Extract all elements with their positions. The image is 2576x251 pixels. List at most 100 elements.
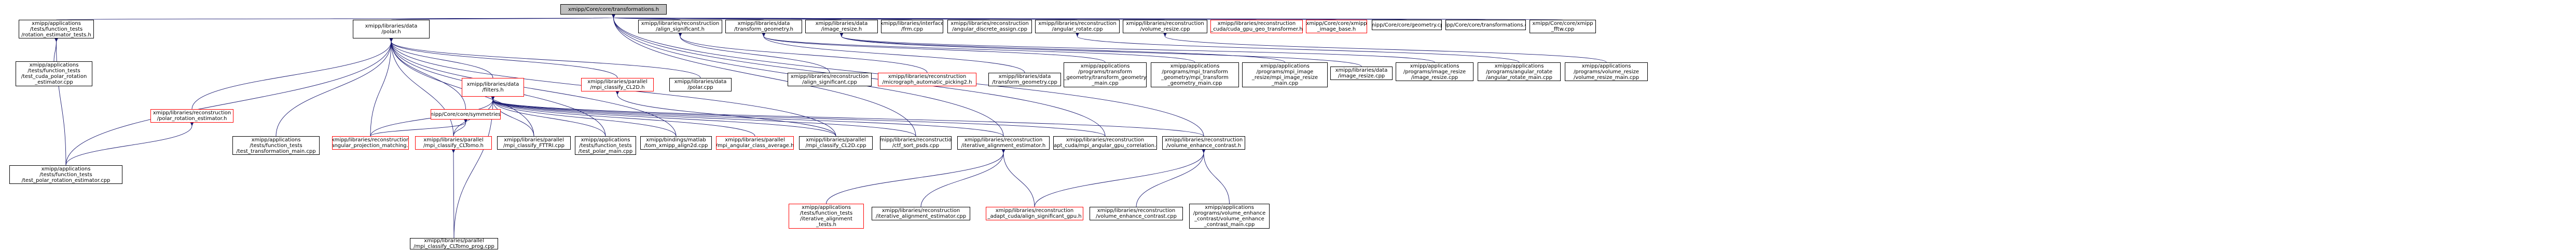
- file-node-label-line: xmipp/applications: [32, 20, 81, 27]
- file-node-label-line: xmipp/applications: [1170, 63, 1220, 69]
- file-node[interactable]: xmipp/libraries/data/transform_geometry.…: [725, 20, 802, 33]
- file-node[interactable]: xmipp/libraries/reconstruction/volume_en…: [1090, 207, 1183, 220]
- file-node-label-line: _resize/mpi_image_resize: [1251, 75, 1318, 81]
- file-node[interactable]: xmipp/applications/programs/transform_ge…: [1064, 62, 1147, 87]
- file-node-label-line: xmipp/libraries/parallel: [587, 79, 648, 85]
- file-node[interactable]: xmipp/applications/tests/function_tests/…: [789, 204, 864, 229]
- file-node[interactable]: xmipp/libraries/parallel/mpi_classify_CL…: [799, 136, 873, 150]
- file-node-label-line: /iterative_alignment: [800, 216, 852, 222]
- file-node[interactable]: xmipp/libraries/reconstruction_adapt_cud…: [986, 207, 1083, 220]
- file-node[interactable]: xmipp/Core/core/geometry.cpp: [1372, 20, 1442, 30]
- file-node-label-line: _contrast/volume_enhance: [1194, 216, 1264, 222]
- file-node-label-line: xmipp/libraries/reconstruction: [1066, 137, 1145, 143]
- file-node[interactable]: xmipp/applications/programs/volume_enhan…: [1189, 204, 1270, 229]
- file-node[interactable]: xmipp/libraries/parallel/mpi_classify_FT…: [497, 136, 571, 150]
- file-node-label-line: /volume_enhance_contrast.h: [1166, 143, 1242, 149]
- file-node[interactable]: xmipp/applications/tests/function_tests/…: [19, 20, 94, 38]
- file-node[interactable]: xmipp/libraries/parallel/mpi_classify_CL…: [581, 78, 654, 91]
- root-file-node[interactable]: xmipp/Core/core/transformations.h: [560, 4, 667, 15]
- file-node[interactable]: xmipp/Core/core/xmipp_image_base.h: [1306, 20, 1367, 33]
- file-node[interactable]: xmipp/applications/tests/function_tests/…: [232, 136, 320, 155]
- file-node[interactable]: xmipp/libraries/reconstruction/ctf_sort_…: [880, 136, 952, 150]
- file-node[interactable]: xmipp/libraries/reconstruction/volume_en…: [1162, 136, 1245, 150]
- edge-n47-to-n43: [1136, 149, 1206, 207]
- file-node[interactable]: xmipp/libraries/reconstruction/align_sig…: [788, 73, 872, 86]
- file-node[interactable]: xmipp/libraries/parallel/mpi_classify_CL…: [410, 238, 498, 249]
- file-node[interactable]: xmipp/applications/programs/angular_rota…: [1478, 62, 1561, 81]
- file-node[interactable]: xmipp/libraries/reconstruction/iterative…: [872, 207, 970, 220]
- file-node-label-line: /frm.cpp: [901, 27, 923, 32]
- file-node[interactable]: xmipp/libraries/interface/frm.cpp: [881, 20, 943, 33]
- file-node-label-line: xmipp/libraries/parallel: [806, 137, 866, 143]
- file-node[interactable]: xmipp/applications/tests/function_tests/…: [16, 61, 92, 86]
- file-node[interactable]: xmipp/applications/tests/function_tests/…: [9, 165, 122, 184]
- file-node-label-line: xmipp/libraries/reconstruction: [641, 21, 720, 27]
- edge-n45-to-n41: [920, 149, 1005, 207]
- file-node-label-line: /tests/function_tests: [800, 210, 853, 216]
- file-node-label-line: _contrast_main.cpp: [1204, 222, 1255, 228]
- file-node[interactable]: xmipp/libraries/data/transform_geometry.…: [988, 73, 1061, 86]
- file-node[interactable]: xmipp/applications/tests/function_tests/…: [575, 136, 636, 155]
- file-node[interactable]: xmipp/libraries/reconstruction/volume_re…: [1123, 20, 1207, 33]
- file-node-label-line: /tests/function_tests: [579, 142, 632, 149]
- edge-n34-to-n17: [453, 118, 468, 137]
- file-node-label-line: xmipp/Core/core/symmetries.h: [431, 111, 501, 117]
- edge-n40-to-n19: [491, 96, 916, 137]
- file-node[interactable]: xmipp/libraries/reconstruction/polar_rot…: [150, 109, 233, 123]
- file-node[interactable]: xmipp/applications/programs/mpi_image_re…: [1242, 62, 1328, 87]
- file-node[interactable]: xmipp/libraries/reconstruction/iterative…: [957, 136, 1050, 150]
- file-node-label-line: /programs/volume_resize: [1573, 69, 1640, 75]
- file-node-label-line: /ctf_sort_psds.cpp: [892, 143, 940, 149]
- file-node-label-line: /image_resize.cpp: [1411, 74, 1458, 81]
- file-node-label-line: xmipp/libraries/data: [1335, 68, 1388, 73]
- file-node-label-line: /polar.cpp: [687, 85, 713, 90]
- file-node[interactable]: xmipp/applications/programs/mpi_transfor…: [1151, 62, 1239, 87]
- file-node[interactable]: xmipp/libraries/data/image_resize.cpp: [1330, 67, 1393, 80]
- file-node[interactable]: xmipp/libraries/parallel/mpi_angular_cla…: [716, 136, 794, 150]
- edge-n34-to-n02: [389, 37, 454, 137]
- file-node[interactable]: xmipp/libraries/reconstruction_adapt_cud…: [1053, 136, 1157, 150]
- file-node[interactable]: xmipp/libraries/reconstruction/angular_p…: [332, 136, 409, 150]
- file-node-label-line: /angular_projection_matching.h: [332, 143, 409, 149]
- file-node-label-line: xmipp/Core/core/xmipp: [1306, 21, 1367, 27]
- file-node[interactable]: xmipp/libraries/reconstruction_cuda/cuda…: [1210, 20, 1303, 33]
- file-node[interactable]: xmipp/libraries/data/filters.h: [462, 78, 524, 97]
- file-node-label-line: /image_resize.h: [821, 27, 862, 32]
- file-node[interactable]: xmipp/bindings/matlab/tom_xmipp_align2d.…: [640, 136, 712, 150]
- file-node[interactable]: xmipp/Core/core/transformations.cpp: [1445, 20, 1526, 30]
- file-node[interactable]: xmipp/applications/programs/image_resize…: [1396, 62, 1473, 81]
- file-node-label-line: /programs/angular_rotate: [1486, 69, 1552, 75]
- file-node[interactable]: xmipp/applications/programs/volume_resiz…: [1565, 62, 1648, 81]
- file-node[interactable]: xmipp/libraries/reconstruction/micrograp…: [878, 73, 976, 86]
- file-node-label-line: _adapt_cuda/mpi_angular_gpu_correlation.…: [1054, 143, 1156, 149]
- edge-n01-to-root: [56, 13, 617, 20]
- file-node-label-line: /mpi_classify_CL2D.h: [590, 85, 645, 90]
- file-node-label-line: /programs/transform: [1078, 69, 1132, 75]
- file-node-label-line: /micrograph_automatic_picking2.h: [882, 80, 972, 85]
- file-node-label-line: _geometry_main.cpp: [1167, 81, 1222, 86]
- edge-n26-to-n05: [839, 32, 1285, 63]
- file-node[interactable]: xmipp/libraries/parallel/mpi_classify_CL…: [415, 136, 492, 150]
- file-node-label-line: /programs/mpi_transform: [1162, 69, 1228, 75]
- file-node-label-line: xmipp/libraries/data: [365, 23, 418, 29]
- file-node[interactable]: xmipp/libraries/data/polar.cpp: [669, 78, 732, 91]
- file-node[interactable]: xmipp/libraries/reconstruction/angular_d…: [947, 20, 1032, 33]
- file-node-label-line: /volume_resize.cpp: [1140, 27, 1190, 32]
- file-node-label-line: /mpi_classify_CLTomo.h: [423, 143, 484, 149]
- file-node[interactable]: xmipp/Core/core/symmetries.h: [431, 109, 501, 120]
- file-node-label-line: /mpi_classify_CL2D.cpp: [805, 143, 866, 149]
- file-node[interactable]: xmipp/libraries/data/polar.h: [353, 20, 430, 38]
- file-node[interactable]: xmipp/libraries/reconstruction/angular_r…: [1035, 20, 1120, 33]
- file-node-label-line: /tests/function_tests: [250, 142, 302, 149]
- file-node-label-line: xmipp/libraries/data: [815, 21, 868, 27]
- file-node[interactable]: xmipp/libraries/reconstruction/align_sig…: [638, 20, 722, 33]
- edge-n41-to-n19: [491, 96, 1004, 137]
- file-node-label-line: xmipp/applications: [1080, 63, 1130, 69]
- file-node[interactable]: xmipp/Core/core/xmipp_fftw.cpp: [1530, 20, 1596, 33]
- edge-n30-to-n09: [1163, 32, 1607, 63]
- edge-n38-to-n19: [491, 96, 755, 137]
- file-node-label-line: xmipp/libraries/reconstruction: [964, 137, 1043, 143]
- file-node-label-line: xmipp/libraries/parallel: [725, 137, 785, 143]
- file-node-label-line: /mpi_classify_CLTomo_prog.cpp: [414, 244, 494, 249]
- file-node[interactable]: xmipp/libraries/data/image_resize.h: [805, 20, 878, 33]
